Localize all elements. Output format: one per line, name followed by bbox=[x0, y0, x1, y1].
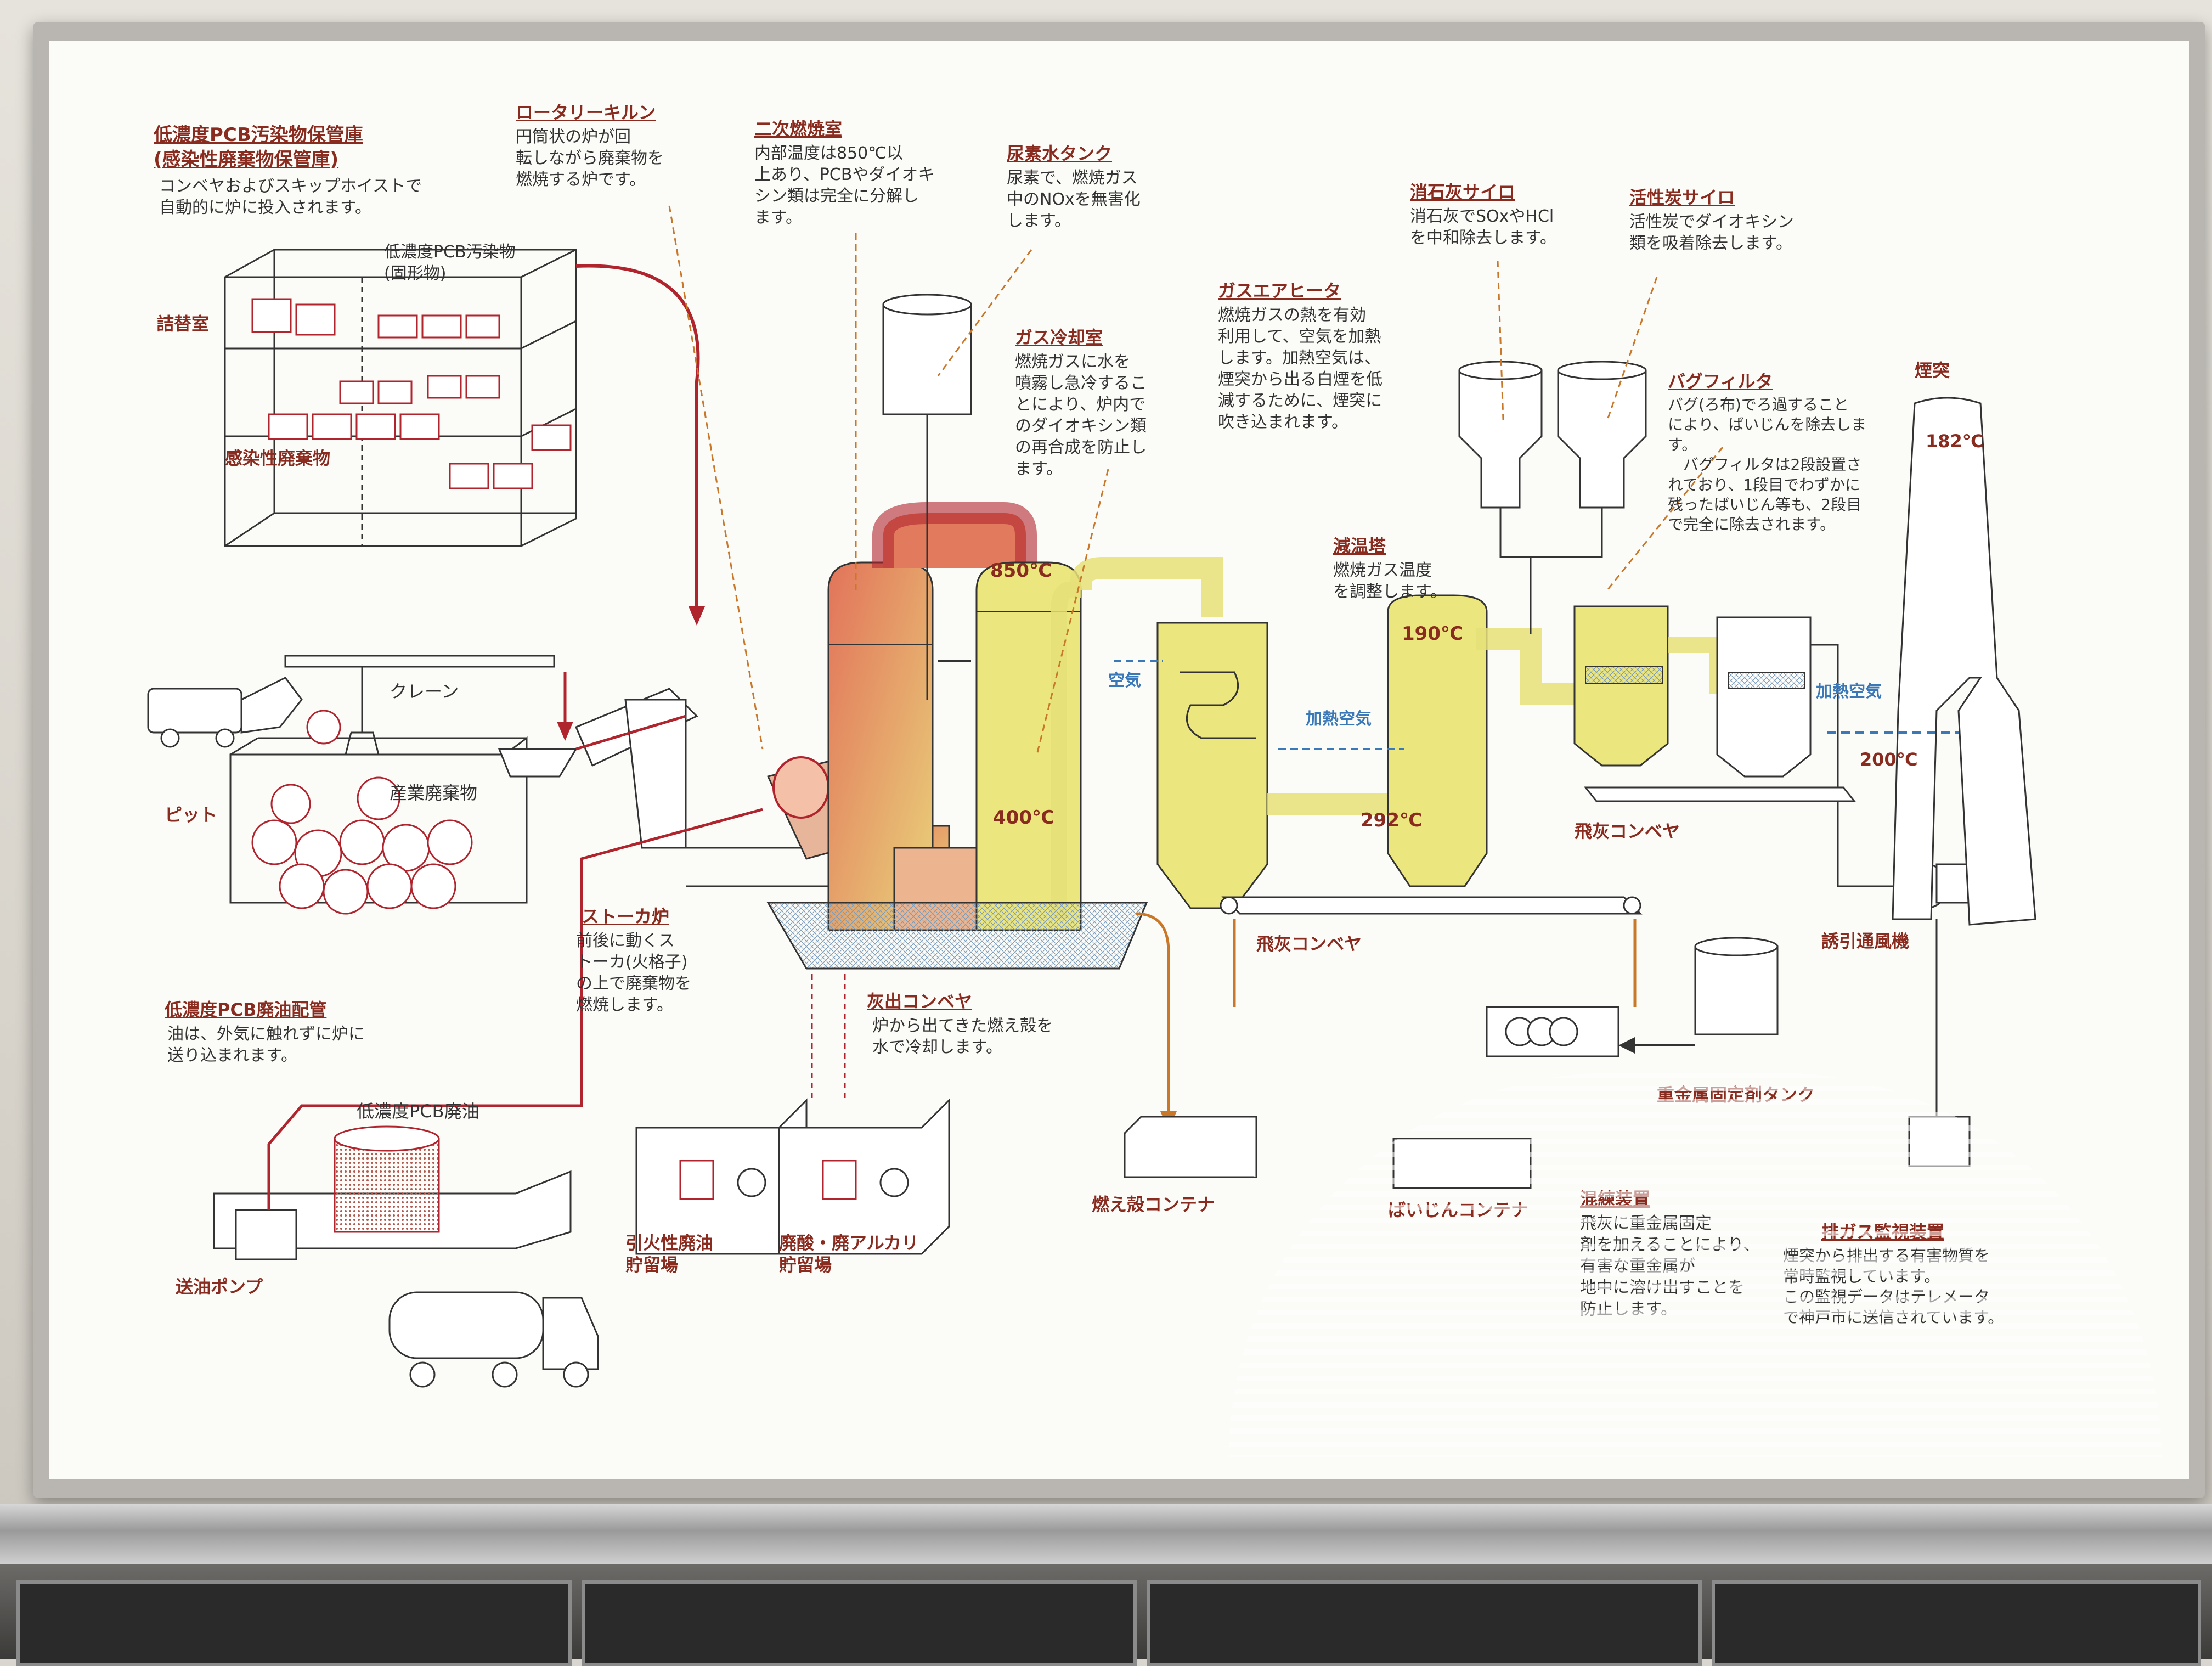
bag-filter-description: バグ(ろ布)でろ過すること により、ばいじんを除去しま す。 バグフィルタは2段… bbox=[1668, 396, 1867, 534]
ash-container-label: 燃え殻コンテナ bbox=[1092, 1194, 1215, 1215]
tempering-tower-title: 減温塔 bbox=[1333, 536, 1386, 556]
bag-filter-2 bbox=[1716, 616, 1812, 778]
monitor-description: 煙突から排出する有害物質を 常時監視しています。 この監視データはテレメータ で… bbox=[1783, 1246, 2004, 1327]
ash-conveyor bbox=[766, 902, 1148, 970]
storage-title: 低濃度PCB汚染物保管庫 bbox=[154, 124, 363, 146]
truck-icon bbox=[147, 677, 303, 748]
waste-boxes bbox=[251, 298, 572, 489]
gas-air-heater bbox=[1156, 622, 1268, 909]
flue-duct bbox=[1070, 557, 1223, 617]
heated-air-label-1: 加熱空気 bbox=[1306, 710, 1372, 729]
temp-200: 200℃ bbox=[1860, 749, 1918, 770]
crane-label: クレーン bbox=[390, 681, 459, 702]
oil-pump bbox=[235, 1209, 297, 1260]
acid-alkali-label: 廃酸・廃アルカリ 貯留場 bbox=[779, 1232, 919, 1275]
temp-292: 292℃ bbox=[1361, 809, 1423, 831]
temp-850: 850℃ bbox=[990, 560, 1052, 582]
kneader-title: 混練装置 bbox=[1580, 1189, 1651, 1209]
tsumekae-room-label: 詰替室 bbox=[156, 313, 210, 334]
lime-silo bbox=[1458, 361, 1543, 509]
kneader-description: 飛灰に重金属固定 剤を加えることにより、 有害な重金属が 地中に溶け出すことを … bbox=[1580, 1214, 1760, 1319]
hopper bbox=[498, 688, 834, 887]
pointer-lines bbox=[668, 205, 1724, 755]
stack bbox=[1892, 397, 2036, 926]
secondary-chamber-description: 内部温度は850℃以 上あり、PCBやダイオキ シン類は完全に分解し ます。 bbox=[754, 144, 935, 227]
oil-pump-label: 送油ポンプ bbox=[176, 1276, 263, 1297]
pcb-oil-label: 低濃度PCB廃油 bbox=[357, 1101, 479, 1122]
oil-pipe bbox=[267, 808, 763, 1210]
crane-structure bbox=[229, 655, 555, 904]
ash-conveyor-title: 灰出コンベヤ bbox=[867, 991, 973, 1012]
bag-filter-1 bbox=[1573, 605, 1669, 767]
window-pane bbox=[582, 1580, 1137, 1666]
flammable-oil-label: 引火性廃油 貯留場 bbox=[625, 1232, 714, 1275]
monitor-title: 排ガス監視装置 bbox=[1821, 1222, 1945, 1242]
gas-air-heater-title: ガスエアヒータ bbox=[1218, 280, 1341, 301]
carbon-silo-title: 活性炭サイロ bbox=[1629, 187, 1735, 208]
kneader bbox=[1486, 1006, 1620, 1057]
urea-tank-description: 尿素で、燃焼ガス 中のNOxを無害化 します。 bbox=[1007, 168, 1141, 230]
tempering-tower-description: 燃焼ガス温度 を調整します。 bbox=[1333, 561, 1447, 601]
storage-title-sub: (感染性廃棄物保管庫) bbox=[154, 149, 339, 171]
stoker-title: ストーカ炉 bbox=[582, 906, 670, 927]
pit-label: ピット bbox=[165, 804, 218, 825]
urea-tank bbox=[882, 294, 972, 700]
tempering-tower bbox=[1387, 594, 1488, 887]
temp-400: 400℃ bbox=[993, 807, 1055, 829]
heated-air-label-2: 加熱空気 bbox=[1816, 682, 1882, 701]
induced-fan-label: 誘引通風機 bbox=[1821, 931, 1910, 952]
air-label: 空気 bbox=[1108, 671, 1141, 690]
carbon-silo-description: 活性炭でダイオキシン 類を吸着除去します。 bbox=[1629, 212, 1794, 253]
monitor-device bbox=[1908, 1116, 1971, 1167]
ash-conveyor-description: 炉から出てきた燃え殻を 水で冷却します。 bbox=[872, 1016, 1053, 1057]
feed-conveyor-path bbox=[575, 264, 700, 617]
ash-container bbox=[1124, 1116, 1257, 1178]
industrial-waste-label: 産業廃棄物 bbox=[390, 783, 478, 803]
infectious-waste-label: 感染性廃棄物 bbox=[225, 448, 331, 469]
window-pane bbox=[1147, 1580, 1702, 1666]
fly-ash-conveyor-1 bbox=[1220, 896, 1643, 915]
tanker-truck bbox=[388, 1291, 599, 1388]
bag-filter-title: バグフィルタ bbox=[1668, 371, 1773, 392]
urea-tank-title: 尿素水タンク bbox=[1007, 143, 1113, 164]
fly-ash-container bbox=[1392, 1138, 1532, 1189]
heavy-metal-tank-label: 重金属固定剤タンク bbox=[1657, 1084, 1815, 1105]
acid-yard bbox=[778, 1098, 950, 1255]
oil-pipe-description: 油は、外気に触れずに炉に 送り込まれます。 bbox=[167, 1025, 365, 1065]
process-diagram-board: 低濃度PCB汚染物保管庫 (感染性廃棄物保管庫) コンベヤおよびスキップホイスト… bbox=[49, 41, 2189, 1479]
kiln-title: ロータリーキルン bbox=[516, 102, 656, 123]
carbon-silo bbox=[1557, 361, 1647, 509]
window-pane bbox=[1712, 1580, 2201, 1666]
pcb-solid-label: 低濃度PCB汚染物 (固形物) bbox=[384, 243, 516, 283]
fly-ash-conveyor-2 bbox=[1583, 786, 1857, 802]
window-pane bbox=[16, 1580, 572, 1666]
gas-to-bag1 bbox=[1476, 628, 1575, 705]
metal-ledge bbox=[0, 1504, 2212, 1564]
oil-pipe-title: 低濃度PCB廃油配管 bbox=[165, 999, 327, 1020]
stack-label: 煙突 bbox=[1915, 360, 1950, 381]
pcb-oil-tank bbox=[213, 1125, 572, 1250]
gas-cooling-title: ガス冷却室 bbox=[1015, 327, 1103, 348]
fly-ash-conveyor-label-1: 飛灰コンベヤ bbox=[1256, 933, 1362, 954]
lime-silo-title: 消石灰サイロ bbox=[1410, 182, 1516, 202]
kiln-description: 円筒状の炉が回 転しながら廃棄物を 燃焼する炉です。 bbox=[516, 127, 664, 189]
gas-air-heater-description: 燃焼ガスの熱を有効 利用して、空気を加熱 します。加熱空気は、 煙突から出る白煙… bbox=[1218, 306, 1383, 432]
pit-waste-bags bbox=[251, 710, 473, 915]
secondary-chamber-title: 二次燃焼室 bbox=[754, 119, 843, 139]
temp-190: 190℃ bbox=[1402, 623, 1464, 645]
storage-description: コンベヤおよびスキップホイストで 自動的に炉に投入されます。 bbox=[159, 177, 422, 217]
stoker-description: 前後に動くス トーカ(火格子) の上で廃棄物を 燃焼します。 bbox=[576, 931, 691, 1015]
heavy-metal-tank bbox=[1694, 937, 1779, 1035]
fly-ash-container-label: ばいじんコンテナ bbox=[1388, 1200, 1529, 1220]
gas-cooling-description: 燃焼ガスに水を 噴霧し急冷するこ とにより、炉内で のダイオキシン類 の再合成を… bbox=[1015, 352, 1147, 479]
fly-ash-conveyor-label-2: 飛灰コンベヤ bbox=[1575, 821, 1680, 842]
temp-182: 182℃ bbox=[1926, 431, 1984, 452]
lime-silo-description: 消石灰でSOxやHCl を中和除去します。 bbox=[1410, 207, 1556, 247]
